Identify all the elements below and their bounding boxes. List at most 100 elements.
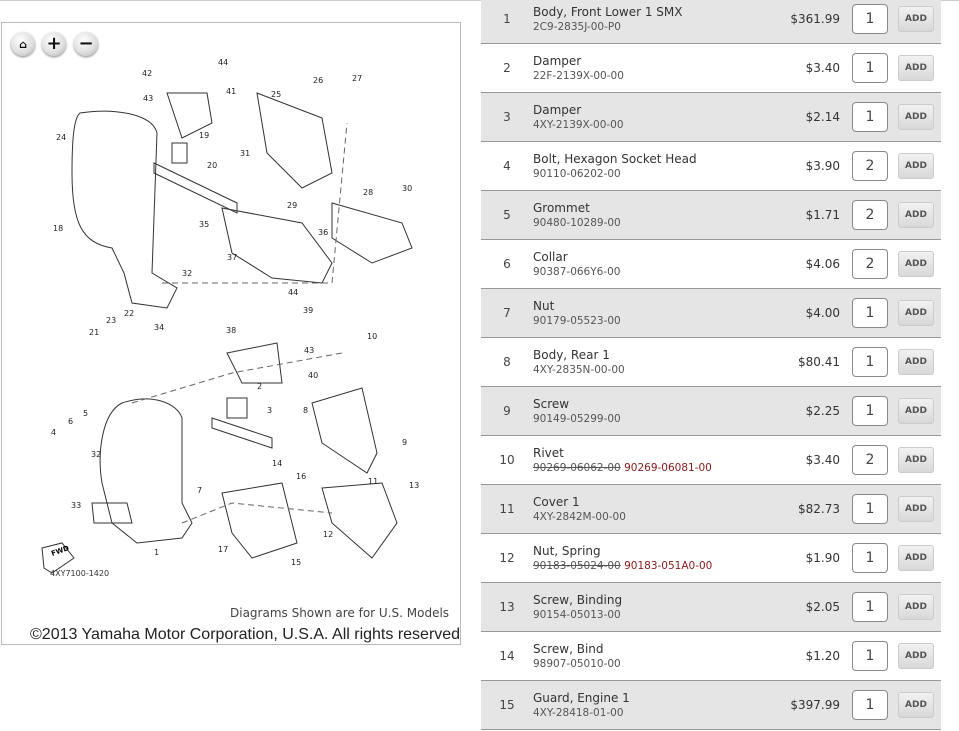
- part-name[interactable]: Body, Rear 1: [533, 348, 610, 362]
- callout-25[interactable]: 25: [271, 90, 281, 99]
- part-number: 2C9-2835J-00-P0: [533, 21, 621, 33]
- quantity-input[interactable]: [852, 249, 888, 279]
- callout-27[interactable]: 27: [352, 74, 362, 83]
- callout-10[interactable]: 10: [367, 332, 377, 341]
- callout-8[interactable]: 8: [303, 406, 308, 415]
- callout-41[interactable]: 41: [226, 87, 236, 96]
- part-name[interactable]: Collar: [533, 250, 568, 264]
- part-name[interactable]: Screw, Binding: [533, 593, 623, 607]
- quantity-input[interactable]: [852, 53, 888, 83]
- add-to-cart-button[interactable]: ADD: [898, 104, 934, 130]
- callout-2[interactable]: 2: [257, 382, 262, 391]
- callout-38[interactable]: 38: [226, 326, 236, 335]
- add-to-cart-button[interactable]: ADD: [898, 692, 934, 718]
- home-button[interactable]: ⌂: [11, 32, 35, 56]
- add-to-cart-button[interactable]: ADD: [898, 349, 934, 375]
- quantity-input[interactable]: [852, 4, 888, 34]
- quantity-input[interactable]: [852, 494, 888, 524]
- add-to-cart-button[interactable]: ADD: [898, 251, 934, 277]
- callout-18[interactable]: 18: [53, 224, 63, 233]
- add-to-cart-button[interactable]: ADD: [898, 300, 934, 326]
- callout-7[interactable]: 7: [197, 486, 202, 495]
- callout-5[interactable]: 5: [83, 409, 88, 418]
- add-to-cart-button[interactable]: ADD: [898, 398, 934, 424]
- add-to-cart-button[interactable]: ADD: [898, 447, 934, 473]
- quantity-input[interactable]: [852, 543, 888, 573]
- part-name[interactable]: Nut: [533, 299, 555, 313]
- part-name[interactable]: Screw: [533, 397, 570, 411]
- callout-6[interactable]: 6: [68, 417, 73, 426]
- part-name[interactable]: Damper: [533, 54, 582, 68]
- part-name[interactable]: Screw, Bind: [533, 642, 604, 656]
- callout-44[interactable]: 44: [218, 58, 228, 67]
- add-to-cart-button[interactable]: ADD: [898, 545, 934, 571]
- callout-30[interactable]: 30: [402, 184, 412, 193]
- quantity-input[interactable]: [852, 592, 888, 622]
- zoom-out-button[interactable]: −: [74, 32, 98, 56]
- add-to-cart-button[interactable]: ADD: [898, 643, 934, 669]
- callout-44[interactable]: 44: [288, 288, 298, 297]
- callout-42[interactable]: 42: [142, 69, 152, 78]
- callout-36[interactable]: 36: [318, 228, 328, 237]
- part-name[interactable]: Guard, Engine 1: [533, 691, 630, 705]
- part-name[interactable]: Cover 1: [533, 495, 580, 509]
- callout-22[interactable]: 22: [124, 309, 134, 318]
- callout-28[interactable]: 28: [363, 188, 373, 197]
- callout-11[interactable]: 11: [368, 477, 378, 486]
- callout-13[interactable]: 13: [409, 481, 419, 490]
- quantity-input[interactable]: [852, 641, 888, 671]
- callout-19[interactable]: 19: [199, 131, 209, 140]
- callout-37[interactable]: 37: [227, 253, 237, 262]
- part-name[interactable]: Damper: [533, 103, 582, 117]
- callout-32[interactable]: 32: [91, 450, 101, 459]
- quantity-input[interactable]: [852, 151, 888, 181]
- quantity-input[interactable]: [852, 298, 888, 328]
- quantity-input[interactable]: [852, 102, 888, 132]
- quantity-input[interactable]: [852, 347, 888, 377]
- callout-43[interactable]: 43: [304, 346, 314, 355]
- add-to-cart-button[interactable]: ADD: [898, 594, 934, 620]
- callout-26[interactable]: 26: [313, 76, 323, 85]
- callout-24[interactable]: 24: [56, 133, 66, 142]
- callout-39[interactable]: 39: [303, 306, 313, 315]
- add-to-cart-button[interactable]: ADD: [898, 153, 934, 179]
- part-price: $3.40: [805, 61, 840, 75]
- callout-16[interactable]: 16: [296, 472, 306, 481]
- zoom-in-button[interactable]: +: [42, 32, 66, 56]
- callout-17[interactable]: 17: [218, 545, 228, 554]
- callout-9[interactable]: 9: [402, 438, 407, 447]
- part-name[interactable]: Grommet: [533, 201, 590, 215]
- callout-32[interactable]: 32: [182, 269, 192, 278]
- callout-21[interactable]: 21: [89, 328, 99, 337]
- callout-29[interactable]: 29: [287, 201, 297, 210]
- callout-14[interactable]: 14: [272, 459, 282, 468]
- callout-43[interactable]: 43: [143, 94, 153, 103]
- part-name[interactable]: Bolt, Hexagon Socket Head: [533, 152, 697, 166]
- callout-35[interactable]: 35: [199, 220, 209, 229]
- callout-31[interactable]: 31: [240, 149, 250, 158]
- quantity-input[interactable]: [852, 396, 888, 426]
- add-to-cart-button[interactable]: ADD: [898, 202, 934, 228]
- callout-33[interactable]: 33: [71, 501, 81, 510]
- add-to-cart-button[interactable]: ADD: [898, 6, 934, 32]
- callout-40[interactable]: 40: [308, 371, 318, 380]
- callout-15[interactable]: 15: [291, 558, 301, 567]
- callout-4[interactable]: 4: [51, 428, 56, 437]
- quantity-input[interactable]: [852, 445, 888, 475]
- callout-23[interactable]: 23: [106, 316, 116, 325]
- callout-12[interactable]: 12: [323, 530, 333, 539]
- callout-3[interactable]: 3: [267, 406, 272, 415]
- add-to-cart-button[interactable]: ADD: [898, 496, 934, 522]
- part-name[interactable]: Body, Front Lower 1 SMX: [533, 5, 683, 19]
- callout-20[interactable]: 20: [207, 161, 217, 170]
- part-name[interactable]: Rivet: [533, 446, 564, 460]
- quantity-input[interactable]: [852, 690, 888, 720]
- add-to-cart-button[interactable]: ADD: [898, 55, 934, 81]
- quantity-input[interactable]: [852, 200, 888, 230]
- part-name[interactable]: Nut, Spring: [533, 544, 601, 558]
- callout-34[interactable]: 34: [154, 323, 164, 332]
- callout-1[interactable]: 1: [154, 548, 159, 557]
